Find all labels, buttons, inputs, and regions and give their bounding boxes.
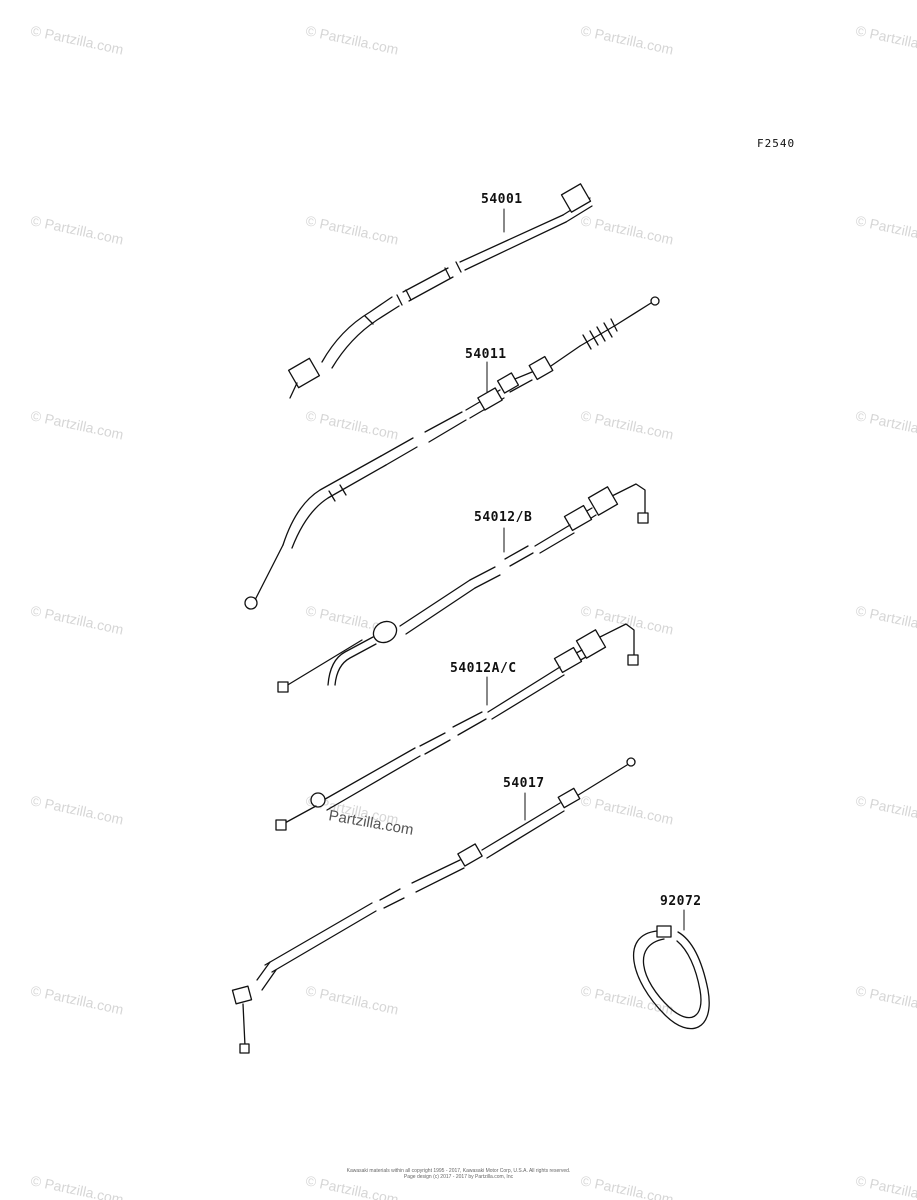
- cable-54011[interactable]: [244, 296, 660, 610]
- cable-54017[interactable]: [231, 757, 636, 1054]
- watermark-tile: © Partzilla.com: [579, 212, 675, 247]
- watermark-layer: © Partzilla.com © Partzilla.com © Partzill…: [29, 22, 917, 1200]
- watermark-tile: © Partzilla.com: [854, 212, 917, 247]
- watermark-tile: © Partzilla.com: [29, 407, 125, 442]
- watermark-tile: © Partzilla.com: [304, 212, 400, 247]
- watermark-tile: © Partzilla.com: [29, 982, 125, 1017]
- watermark-tile: © Partzilla.com: [854, 792, 917, 827]
- diagram-code: F2540: [757, 137, 796, 150]
- part-label-54001[interactable]: 54001: [481, 192, 523, 207]
- watermark-tile: © Partzilla.com: [854, 407, 917, 442]
- watermark-tile: © Partzilla.com: [579, 982, 675, 1017]
- watermark-tile: © Partzilla.com: [854, 982, 917, 1017]
- watermark-tile: © Partzilla.com: [304, 982, 400, 1017]
- part-label-54011[interactable]: 54011: [465, 347, 507, 362]
- watermark-tile: © Partzilla.com: [29, 792, 125, 827]
- part-label-54012a-c[interactable]: 54012A/C: [450, 661, 517, 676]
- watermark-tile: © Partzilla.com: [29, 22, 125, 57]
- watermark-tile: © Partzilla.com: [579, 792, 675, 827]
- watermark-tile: © Partzilla.com: [854, 602, 917, 637]
- watermark-tile: © Partzilla.com: [304, 407, 400, 442]
- leader-lines: [486, 208, 685, 931]
- copyright-notice: Kawasaki materials within all copyright …: [346, 1168, 571, 1180]
- watermark-tile: © Partzilla.com: [854, 22, 917, 57]
- watermark-tile: © Partzilla.com: [304, 22, 400, 57]
- cable-54001[interactable]: [287, 183, 593, 399]
- band-92072[interactable]: [632, 925, 710, 1030]
- cable-54012-b[interactable]: [277, 483, 649, 693]
- part-label-92072[interactable]: 92072: [660, 894, 702, 909]
- part-label-54017[interactable]: 54017: [503, 776, 545, 791]
- watermark-tile: © Partzilla.com: [29, 212, 125, 247]
- part-label-54012-b[interactable]: 54012/B: [474, 510, 533, 525]
- watermark-tile: © Partzilla.com: [579, 22, 675, 57]
- cable-54012a-c[interactable]: [275, 623, 639, 831]
- watermark-tile: © Partzilla.com: [29, 602, 125, 637]
- watermark-tile: © Partzilla.com: [579, 407, 675, 442]
